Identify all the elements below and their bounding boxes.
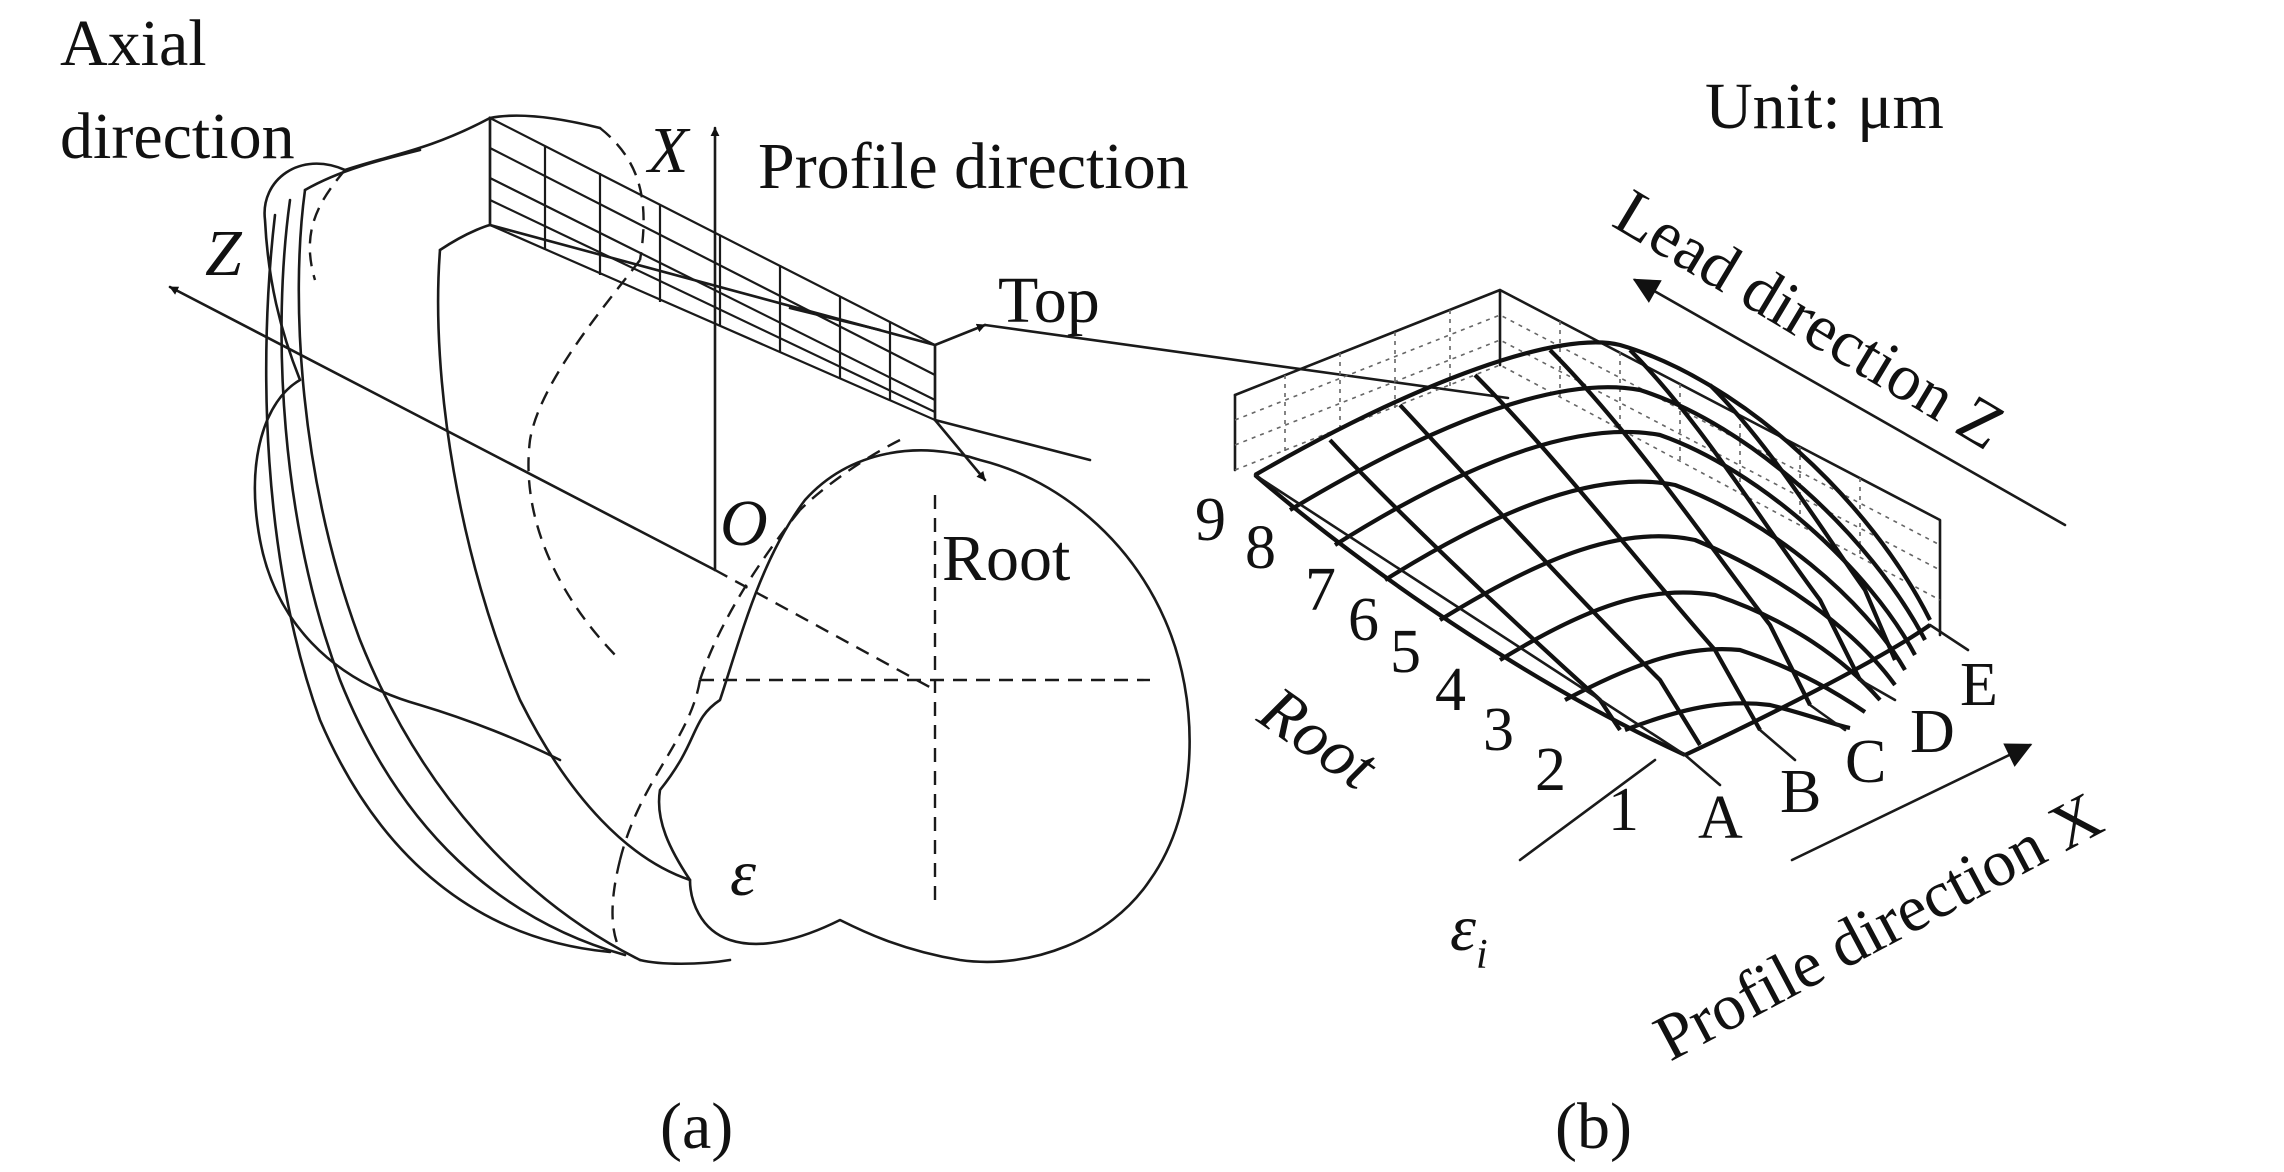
column-labels: A B C D E — [1698, 651, 1998, 852]
row-label-5: 5 — [1390, 618, 1421, 686]
col-label-c: C — [1845, 728, 1886, 796]
unit-label: Unit: μm — [1705, 70, 1944, 143]
profile-direction-label: Profile direction — [758, 130, 1189, 203]
column-ticks — [1253, 473, 1970, 787]
col-label-a: A — [1698, 784, 1743, 852]
measurement-grid-plane — [488, 116, 937, 422]
root-label-b: Root — [1246, 672, 1392, 805]
origin-label: O — [720, 487, 768, 560]
row-label-6: 6 — [1348, 586, 1379, 654]
epsilon-i-base: ε — [1450, 892, 1476, 965]
panel-a: Axial direction X Profile direction Z To… — [60, 7, 1191, 1163]
connector-line — [983, 323, 1510, 400]
epsilon-i-leader — [1518, 758, 1657, 862]
row-label-8: 8 — [1245, 514, 1276, 582]
root-arrow — [933, 418, 987, 482]
row-label-7: 7 — [1305, 556, 1336, 624]
row-label-1: 1 — [1608, 776, 1639, 844]
z-axis-arrow — [168, 285, 717, 572]
top-label: Top — [998, 264, 1100, 337]
lead-direction-label: Lead direction Z — [1602, 175, 2017, 464]
row-label-4: 4 — [1435, 656, 1466, 724]
error-surface-mesh — [1253, 340, 1932, 757]
col-label-b: B — [1780, 758, 1821, 826]
row-labels: 1 2 3 4 5 6 7 8 9 — [1195, 486, 1639, 844]
col-label-e: E — [1960, 651, 1998, 719]
root-label-a: Root — [942, 522, 1070, 595]
lead-direction-arrow — [1632, 278, 2067, 527]
epsilon-label: ε — [730, 837, 756, 910]
panel-a-label: (a) — [660, 1090, 733, 1163]
col-label-d: D — [1910, 698, 1955, 766]
axial-label-line2: direction — [60, 100, 295, 173]
epsilon-i-subscript: i — [1476, 932, 1488, 978]
row-label-3: 3 — [1483, 696, 1514, 764]
surface-bounding-box — [1233, 288, 1942, 637]
axis-x-label: X — [645, 114, 691, 187]
epsilon-i-label: εi — [1450, 892, 1488, 978]
panel-b: Unit: μm Lead direction Z Profile direct… — [1195, 70, 2114, 1163]
axis-z-label: Z — [205, 217, 243, 290]
top-arrow — [933, 323, 987, 347]
profile-direction-arrow — [1790, 743, 2033, 862]
axes-a — [168, 126, 987, 572]
axial-label-line1: Axial — [60, 7, 207, 80]
panel-b-label: (b) — [1555, 1090, 1632, 1163]
row-label-9: 9 — [1195, 486, 1226, 554]
row-label-2: 2 — [1535, 736, 1566, 804]
